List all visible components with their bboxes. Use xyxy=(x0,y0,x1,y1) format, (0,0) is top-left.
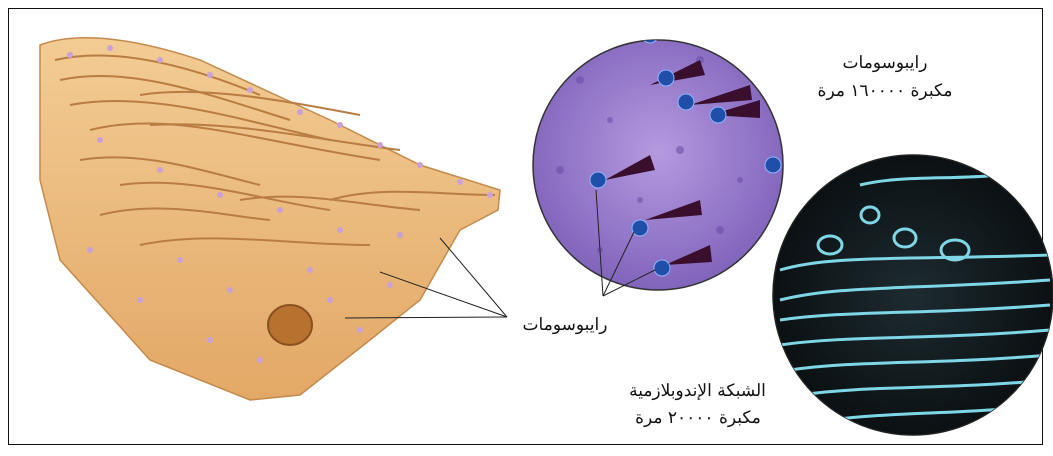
ribosome-micrograph xyxy=(533,27,783,290)
er-micrograph xyxy=(773,155,1053,435)
ribosomes-callout-label: رايبوسومات xyxy=(505,312,625,338)
er-illustration xyxy=(40,38,500,400)
er-micrograph-magnification: مكبرة ٢٠٠٠٠ مرة xyxy=(608,405,788,431)
er-micrograph-title: الشبكة الإندوبلازمية xyxy=(590,378,805,404)
ribosomes-micrograph-title: رايبوسومات xyxy=(795,50,975,76)
ribosomes-micrograph-magnification: مكبرة ١٦٠٠٠٠ مرة xyxy=(790,78,980,104)
